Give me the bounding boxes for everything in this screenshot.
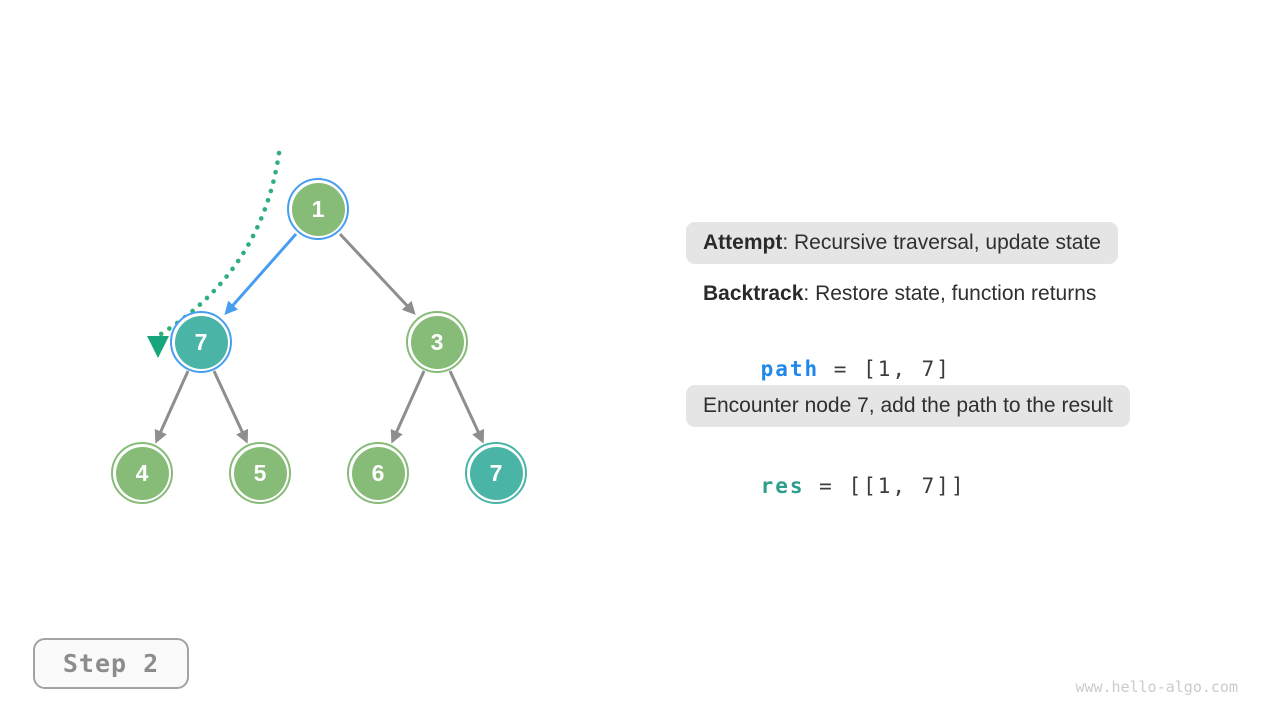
tree-edges-layer — [147, 150, 485, 444]
tree-node-leaf-3: 6 — [347, 442, 409, 504]
backtrack-note-line: Backtrack: Restore state, function retur… — [703, 282, 1096, 306]
watermark: www.hello-algo.com — [1075, 678, 1238, 696]
tree-node-right-child-label: 3 — [430, 328, 444, 355]
tree-node-root: 1 — [287, 178, 349, 240]
attempt-label: Attempt — [703, 231, 783, 254]
res-equals: = — [804, 474, 849, 498]
attempt-text: : Recursive traversal, update state — [782, 231, 1101, 254]
tree-node-left-child-active: 7 — [170, 311, 232, 373]
edge-left-child-to-leaf-2 — [212, 370, 249, 444]
path-equals: = — [819, 357, 864, 381]
traversal-trace-dotted-curve — [158, 150, 282, 337]
edge-root-to-right-child — [338, 232, 416, 315]
path-value: [1, 7] — [863, 357, 951, 381]
tree-node-root-circle: 1 — [291, 182, 345, 236]
encounter-note-bubble: Encounter node 7, add the path to the re… — [686, 385, 1130, 427]
tree-node-leaf-2-label: 5 — [253, 459, 267, 486]
trace-arrowhead-icon — [147, 336, 169, 358]
tree-node-leaf-4-label: 7 — [489, 459, 503, 486]
backtrack-text: : Restore state, function returns — [803, 282, 1097, 305]
backtrack-label: Backtrack — [703, 282, 804, 305]
tree-node-right-child-circle: 3 — [410, 315, 464, 369]
encounter-text: Encounter node 7, add the path to the re… — [703, 394, 1113, 417]
tree-node-leaf-1-circle: 4 — [115, 446, 169, 500]
tree-node-right-child: 3 — [406, 311, 468, 373]
step-badge: Step 2 — [33, 638, 189, 689]
res-variable-name: res — [760, 474, 805, 498]
tree-node-leaf-3-circle: 6 — [351, 446, 405, 500]
tree-node-leaf-1: 4 — [111, 442, 173, 504]
attempt-note-bubble: Attempt: Recursive traversal, update sta… — [686, 222, 1118, 264]
path-variable-name: path — [760, 357, 820, 381]
edge-left-child-to-leaf-1 — [154, 370, 190, 444]
tree-node-root-label: 1 — [311, 195, 325, 222]
res-value: [[1, 7]] — [848, 474, 966, 498]
watermark-text: www.hello-algo.com — [1075, 678, 1238, 696]
tree-node-leaf-2-circle: 5 — [233, 446, 287, 500]
tree-node-leaf-3-label: 6 — [371, 459, 385, 486]
edge-right-child-to-leaf-4 — [448, 370, 485, 444]
res-state-line: res = [[1, 7]] — [702, 450, 966, 522]
tree-node-leaf-1-label: 4 — [135, 459, 149, 486]
tree-node-left-child-label: 7 — [194, 328, 208, 355]
tree-node-leaf-2: 5 — [229, 442, 291, 504]
edge-right-child-to-leaf-3 — [390, 370, 426, 444]
edge-root-to-left-child-active — [224, 233, 298, 315]
path-state-line: path = [1, 7] — [702, 333, 951, 405]
tree-node-left-child-circle: 7 — [174, 315, 228, 369]
tree-node-leaf-4-visited: 7 — [465, 442, 527, 504]
step-badge-label: Step 2 — [62, 649, 160, 678]
tree-node-leaf-4-circle: 7 — [469, 446, 523, 500]
